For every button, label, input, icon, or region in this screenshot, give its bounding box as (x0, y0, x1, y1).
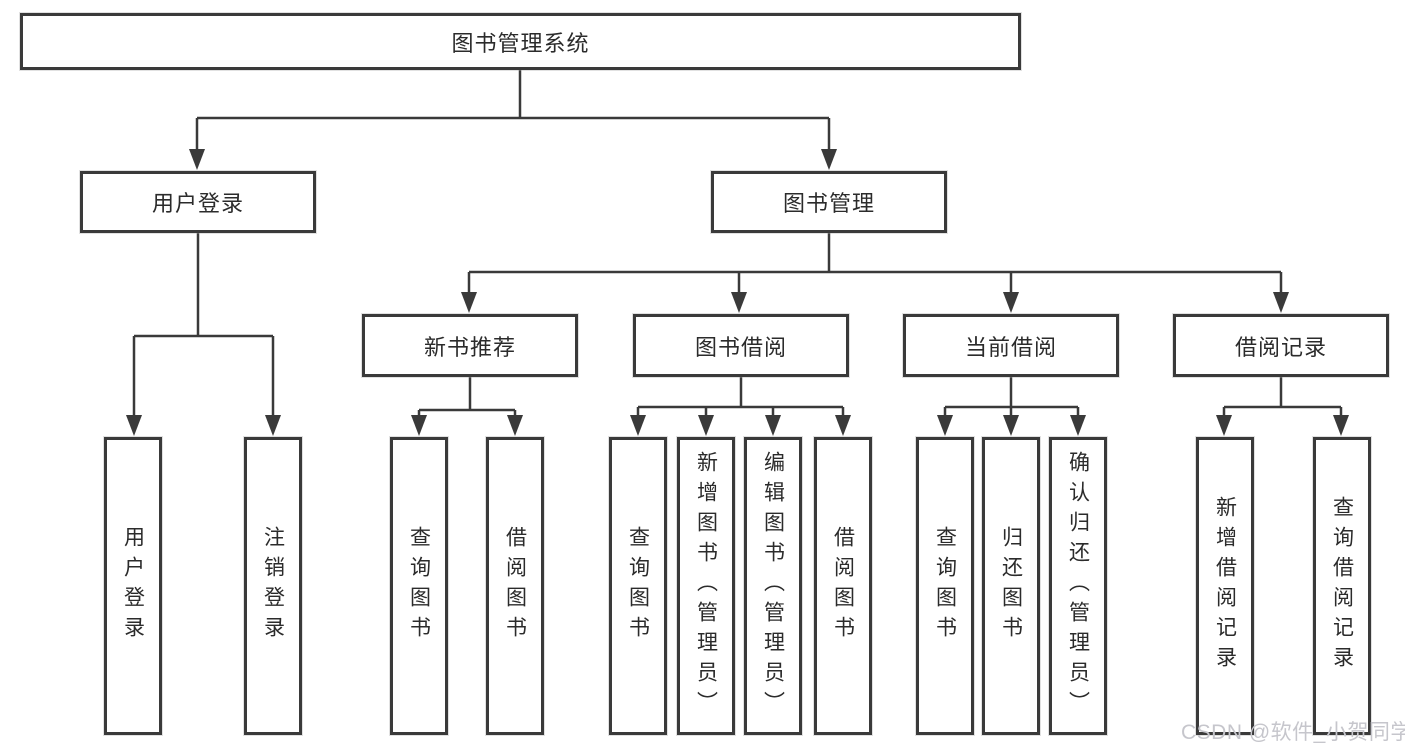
leaf-edit-book-admin: 编辑图书（管理员） (744, 437, 802, 735)
arrow-down-icon (1070, 415, 1086, 436)
leaf-label: 编辑图书（管理员） (761, 451, 785, 721)
arrow-down-icon (698, 415, 714, 436)
arrow-down-icon (461, 292, 477, 313)
arrow-down-icon (731, 292, 747, 313)
leaf-add-book-admin: 新增图书（管理员） (677, 437, 735, 735)
node-book-management: 图书管理 (711, 171, 947, 233)
csdn-watermark: CSDN @软件_小贺同学 (1181, 721, 1405, 744)
leaf-label: 查询图书 (933, 526, 957, 646)
arrow-down-icon (265, 415, 281, 436)
leaf-label: 新增图书（管理员） (694, 451, 718, 721)
node-borrow-record: 借阅记录 (1173, 314, 1389, 377)
leaf-label: 借阅图书 (503, 526, 527, 646)
leaf-query-books-borrow: 查询图书 (609, 437, 667, 735)
arrowheads (126, 149, 1349, 436)
connector-current-borrow-to-leaves (943, 377, 1080, 417)
leaf-label: 借阅图书 (831, 526, 855, 646)
leaf-query-books-recommend: 查询图书 (390, 437, 448, 735)
node-current-borrow: 当前借阅 (903, 314, 1119, 377)
connector-user-login-to-leaves (132, 233, 275, 417)
arrow-down-icon (507, 415, 523, 436)
leaf-user-login: 用户登录 (104, 437, 162, 735)
leaf-label: 用户登录 (121, 526, 145, 646)
arrow-down-icon (189, 149, 205, 170)
leaf-label: 查询图书 (407, 526, 431, 646)
node-library-management-system: 图书管理系统 (20, 13, 1021, 70)
arrow-down-icon (1003, 415, 1019, 436)
arrow-down-icon (126, 415, 142, 436)
leaf-confirm-return-admin: 确认归还（管理员） (1049, 437, 1107, 735)
leaf-label: 归还图书 (999, 526, 1023, 646)
connector-lines (132, 70, 1343, 417)
node-book-borrow: 图书借阅 (633, 314, 849, 377)
leaf-query-borrow-record: 查询借阅记录 (1313, 437, 1371, 735)
leaf-label: 注销登录 (261, 526, 285, 646)
leaf-label: 新增借阅记录 (1213, 496, 1237, 676)
arrow-down-icon (835, 415, 851, 436)
arrow-down-icon (1273, 292, 1289, 313)
node-new-book-recommend: 新书推荐 (362, 314, 578, 377)
connector-root-to-level2 (195, 70, 831, 151)
arrow-down-icon (1216, 415, 1232, 436)
leaf-borrow-books-recommend: 借阅图书 (486, 437, 544, 735)
arrow-down-icon (1333, 415, 1349, 436)
leaf-label: 查询借阅记录 (1330, 496, 1354, 676)
connector-new-book-recommend-to-leaves (417, 377, 517, 417)
leaf-logout: 注销登录 (244, 437, 302, 735)
arrow-down-icon (411, 415, 427, 436)
arrow-down-icon (821, 149, 837, 170)
leaf-label: 查询图书 (626, 526, 650, 646)
leaf-label: 确认归还（管理员） (1066, 451, 1090, 721)
node-user-login: 用户登录 (80, 171, 316, 233)
arrow-down-icon (765, 415, 781, 436)
leaf-borrow-books-borrow: 借阅图书 (814, 437, 872, 735)
arrow-down-icon (937, 415, 953, 436)
connector-book-management-to-level3 (467, 233, 1283, 294)
arrow-down-icon (1003, 292, 1019, 313)
connector-borrow-record-to-leaves (1222, 377, 1343, 417)
connector-book-borrow-to-leaves (636, 377, 845, 417)
leaf-return-book: 归还图书 (982, 437, 1040, 735)
arrow-down-icon (630, 415, 646, 436)
leaf-add-borrow-record: 新增借阅记录 (1196, 437, 1254, 735)
leaf-query-books-current: 查询图书 (916, 437, 974, 735)
